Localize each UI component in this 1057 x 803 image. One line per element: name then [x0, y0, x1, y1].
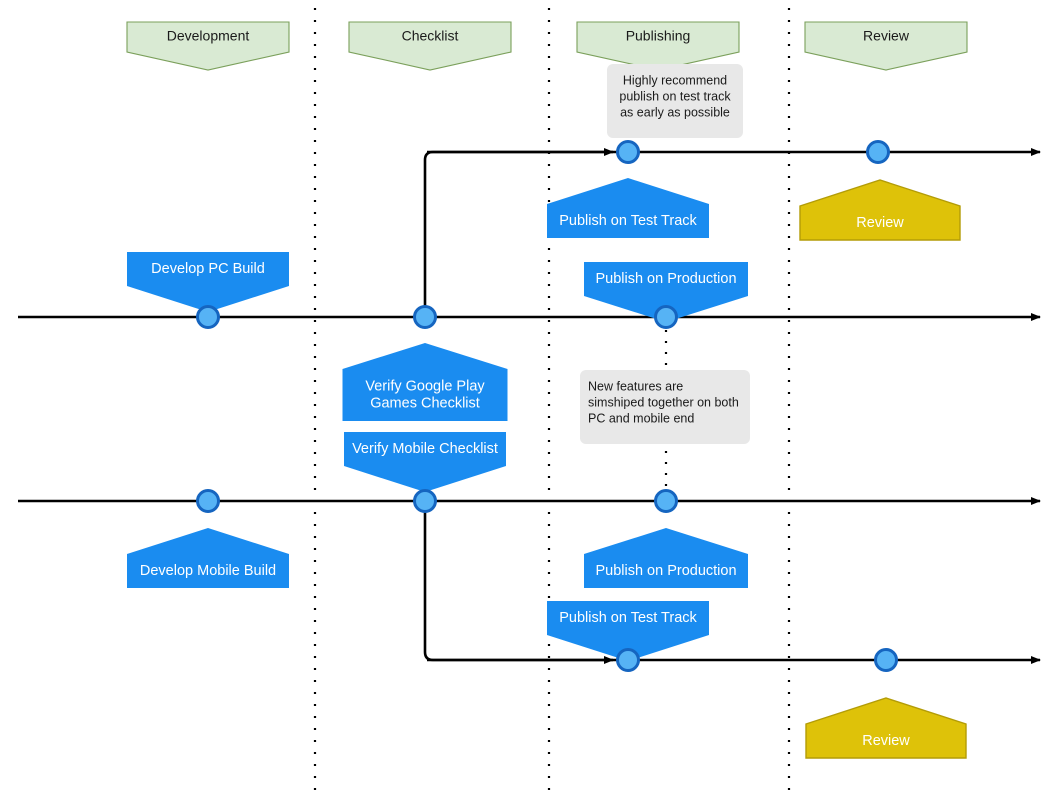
checklist-to-test-track-pc-connector: [423, 148, 614, 309]
test-track-note: Highly recommend publish on test track as …: [607, 64, 743, 138]
milestone-marker-publish-test-track-mobile[interactable]: [616, 648, 640, 672]
banner-label: Review: [856, 215, 904, 231]
develop-mobile-build-banner: Develop Mobile Build: [127, 528, 289, 588]
milestone-marker-develop-pc-build[interactable]: [196, 305, 220, 329]
banner-label: Publish on Production: [595, 563, 736, 579]
develop-pc-build-banner: Develop PC Build: [127, 252, 289, 312]
phase-header-label: Publishing: [626, 28, 691, 44]
review-pc-banner: Review: [799, 179, 961, 241]
phase-header-label: Development: [167, 28, 250, 44]
banner-shape: [799, 179, 961, 241]
note-line: publish on test track: [619, 89, 731, 103]
phase-header-shape: [126, 21, 290, 71]
phase-header-shape: [576, 21, 740, 71]
note-line: New features are: [588, 379, 683, 393]
checklist-to-test-track-mobile-connector: [423, 509, 614, 664]
banner-label: Verify Google Play: [365, 378, 485, 394]
phase-header-label: Review: [863, 28, 910, 44]
note-line: simshiped together on both: [588, 395, 739, 409]
banner-shape: [127, 252, 289, 312]
milestone-marker-verify-google-play-games-checklist[interactable]: [413, 305, 437, 329]
milestone-marker-review-mobile[interactable]: [874, 648, 898, 672]
banner-label: Develop PC Build: [151, 261, 265, 277]
phase-headers-layer: Development Checklist Publishing Review: [126, 21, 968, 71]
banner-shape: [805, 697, 967, 759]
milestone-marker-develop-mobile-build[interactable]: [196, 489, 220, 513]
banner-label: Games Checklist: [370, 395, 480, 411]
notes-layer: Highly recommend publish on test track as …: [580, 64, 750, 444]
banner-label: Publish on Production: [595, 271, 736, 287]
banner-shape: [547, 601, 709, 661]
phase-header-review: Review: [804, 21, 968, 71]
banner-shape: [127, 528, 289, 588]
milestone-marker-review-pc[interactable]: [866, 140, 890, 164]
review-mobile-banner: Review: [805, 697, 967, 759]
banner-shape: [584, 528, 748, 588]
phase-header-label: Checklist: [402, 28, 459, 44]
note-line: Highly recommend: [623, 73, 727, 87]
simship-note: New features are simshiped together on bo…: [580, 370, 750, 444]
note-background: [607, 64, 743, 138]
publish-production-pc-banner: Publish on Production: [584, 262, 748, 322]
phase-header-publishing: Publishing: [576, 21, 740, 71]
banner-label: Publish on Test Track: [559, 610, 697, 626]
phase-header-shape: [348, 21, 512, 71]
milestone-marker-publish-production-mobile[interactable]: [654, 489, 678, 513]
verify-mobile-checklist-banner: Verify Mobile Checklist: [344, 432, 506, 492]
milestone-marker-verify-mobile-checklist[interactable]: [413, 489, 437, 513]
banner-shape: [342, 343, 508, 421]
publish-test-track-pc-banner: Publish on Test Track: [547, 178, 709, 238]
note-line: as early as possible: [620, 105, 730, 119]
phase-header-checklist: Checklist: [348, 21, 512, 71]
milestone-marker-publish-test-track-pc[interactable]: [616, 140, 640, 164]
banner-label: Review: [862, 733, 910, 749]
banner-label: Verify Mobile Checklist: [352, 441, 498, 457]
banner-shape: [547, 178, 709, 238]
phase-header-development: Development: [126, 21, 290, 71]
milestone-marker-publish-production-pc[interactable]: [654, 305, 678, 329]
phase-header-shape: [804, 21, 968, 71]
banner-shape: [344, 432, 506, 492]
banner-label: Develop Mobile Build: [140, 563, 276, 579]
publish-test-track-mobile-banner: Publish on Test Track: [547, 601, 709, 661]
publish-production-mobile-banner: Publish on Production: [584, 528, 748, 588]
milestone-markers-layer: [196, 140, 898, 672]
banner-label: Publish on Test Track: [559, 213, 697, 229]
banner-shape: [584, 262, 748, 322]
note-background: [580, 370, 750, 444]
note-line: PC and mobile end: [588, 411, 694, 425]
